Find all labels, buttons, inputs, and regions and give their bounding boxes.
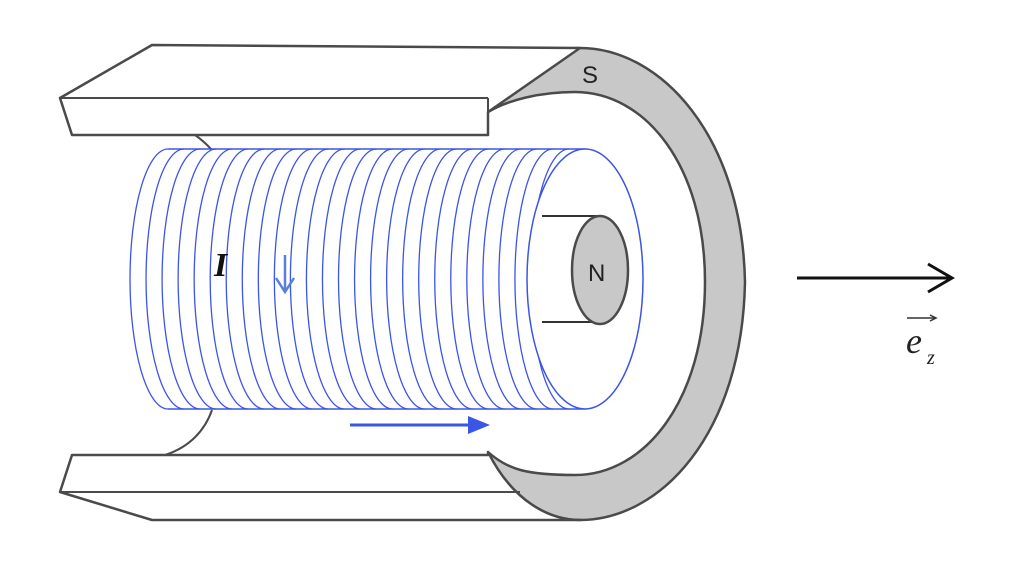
coil-turn bbox=[418, 148, 457, 410]
bottom-yoke-plate bbox=[58, 450, 582, 522]
coil-turn bbox=[353, 148, 393, 410]
unit-vector-ez: e z bbox=[906, 314, 938, 369]
coil-turn bbox=[161, 148, 201, 410]
coil-turn bbox=[385, 148, 425, 410]
current-direction-arrow bbox=[274, 255, 296, 295]
coil-turn bbox=[177, 148, 217, 410]
coil-turn bbox=[402, 148, 441, 410]
coil-turn bbox=[482, 148, 521, 410]
coil-turn bbox=[450, 148, 489, 410]
coil-motion-arrow bbox=[350, 416, 490, 434]
current-label: I bbox=[213, 247, 229, 284]
coil-turn bbox=[225, 148, 265, 410]
inner-magnet-north-pole bbox=[570, 214, 630, 326]
top-yoke-plate bbox=[58, 43, 582, 137]
coil-turn bbox=[514, 148, 553, 410]
unit-vector-z-subscript: z bbox=[926, 347, 935, 369]
unit-vector-e-label: e bbox=[906, 321, 922, 361]
coil-turn bbox=[466, 148, 505, 410]
yoke-inner-arc-bottom bbox=[164, 409, 213, 456]
coil-turn bbox=[498, 148, 537, 410]
coil-turn bbox=[129, 148, 169, 410]
coil-turn bbox=[289, 148, 329, 410]
north-pole-label: N bbox=[588, 260, 605, 287]
coil-turn bbox=[193, 148, 233, 410]
voice-coil bbox=[129, 148, 644, 410]
coil-turn bbox=[369, 148, 409, 410]
coil-turn bbox=[337, 148, 377, 410]
coil-turn bbox=[434, 148, 473, 410]
z-axis-arrow bbox=[797, 262, 955, 294]
coil-turn bbox=[305, 148, 345, 410]
coil-turn bbox=[273, 148, 313, 410]
coil-turn bbox=[209, 148, 249, 410]
yoke-inner-arc-top bbox=[194, 134, 213, 151]
coil-turn bbox=[257, 148, 297, 410]
south-pole-label: S bbox=[582, 62, 598, 89]
coil-turn bbox=[241, 148, 281, 410]
coil-turn bbox=[145, 148, 185, 410]
coil-turn bbox=[321, 148, 361, 410]
